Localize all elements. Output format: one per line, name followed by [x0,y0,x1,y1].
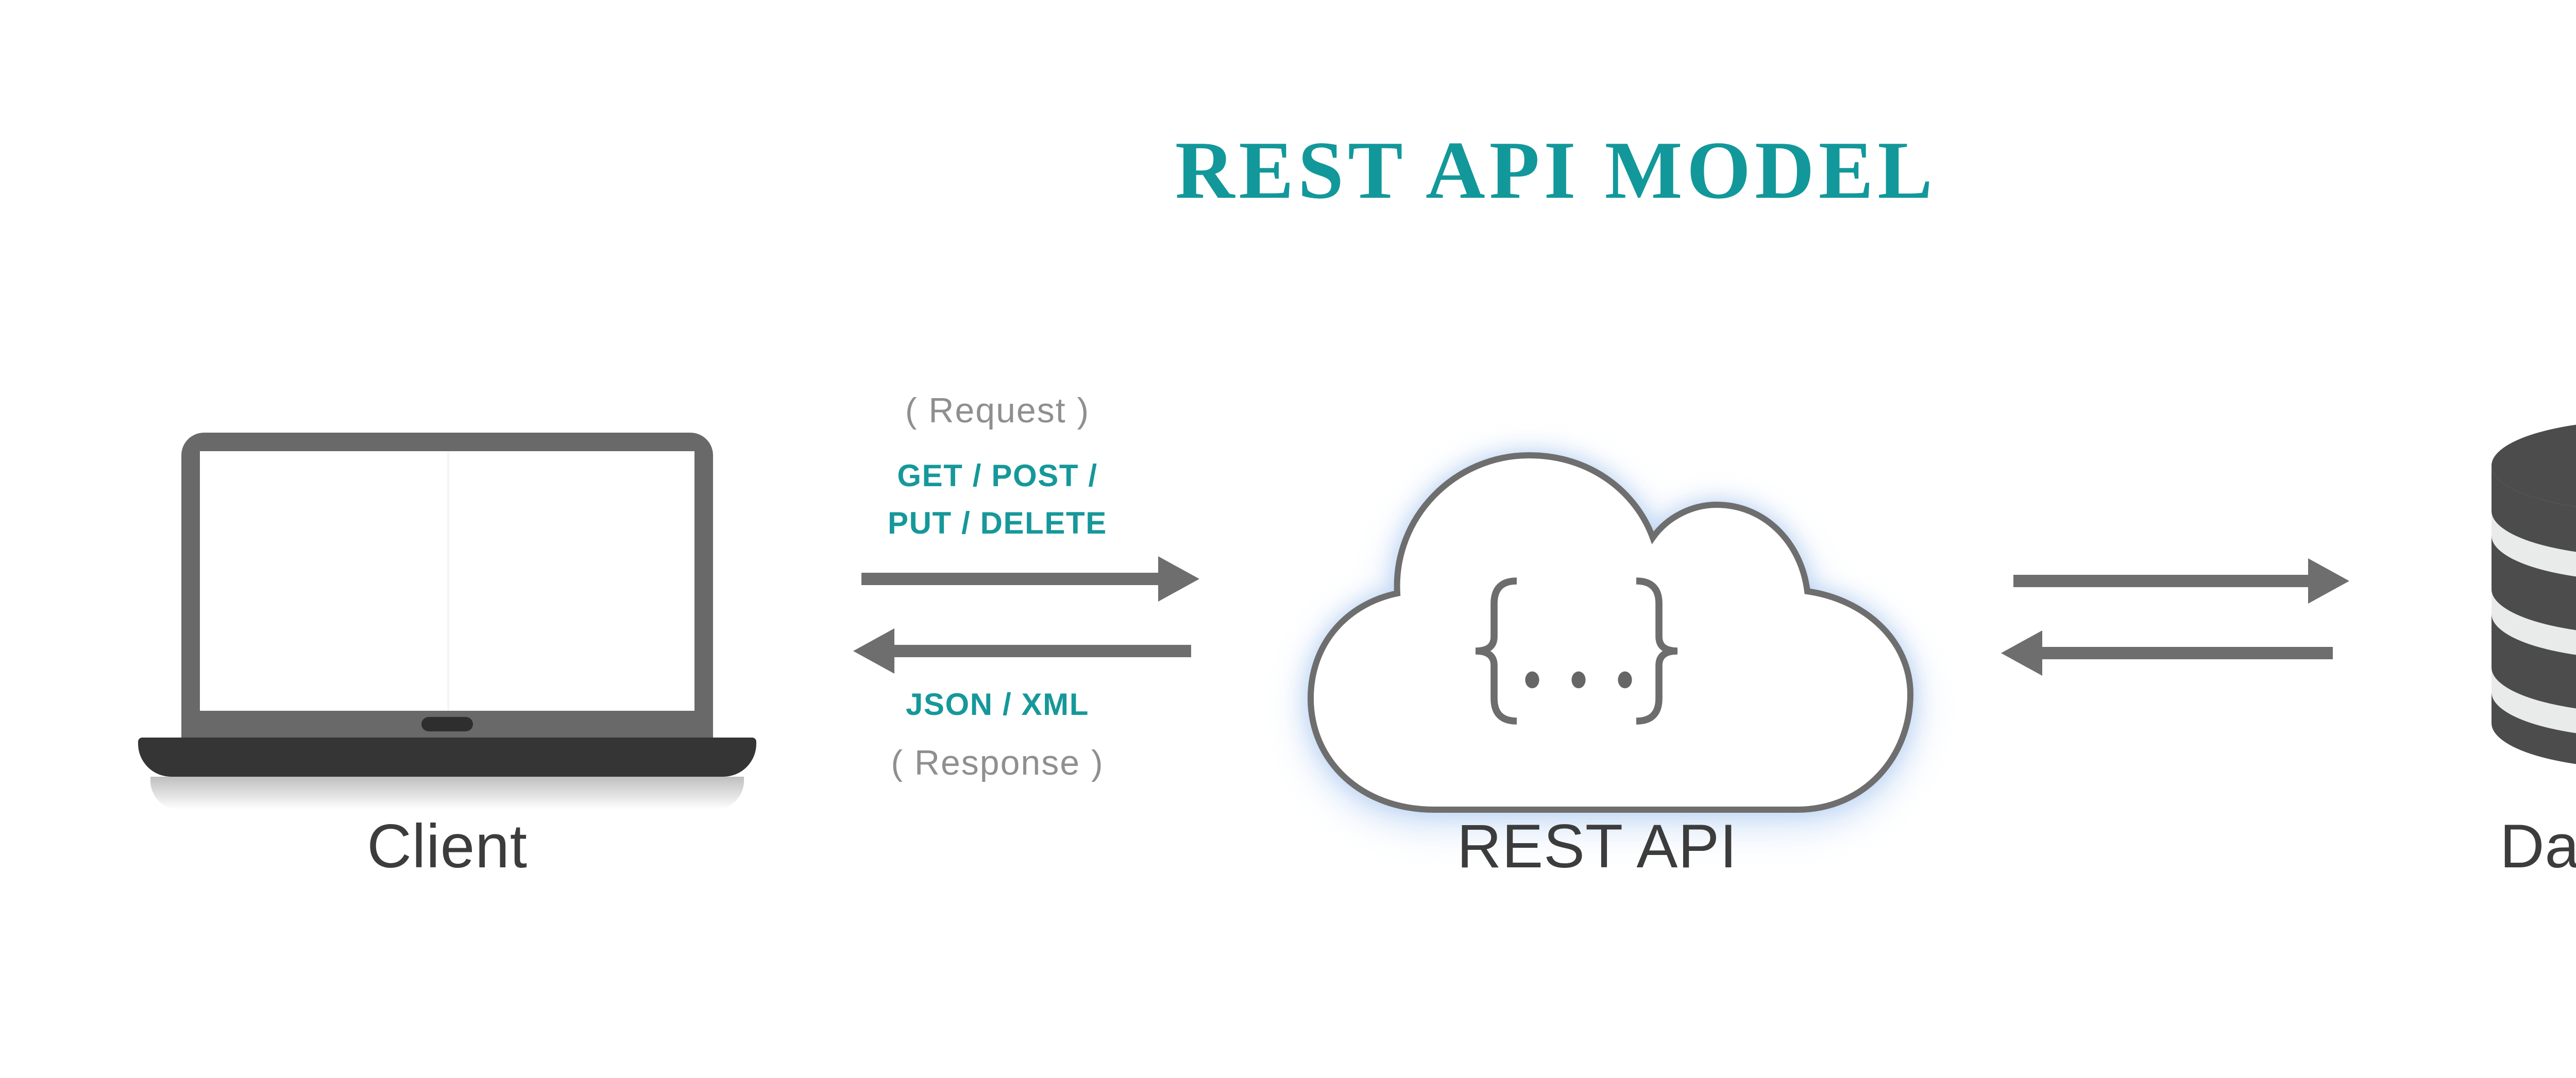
response-formats: JSON / XML [905,688,1089,723]
braces-glyphs [1475,577,1678,725]
request-methods-line2: PUT / DELETE [888,507,1107,542]
laptop-hinge-notch [421,717,473,731]
laptop-icon [138,433,756,814]
laptop-shadow [150,777,744,810]
cloud-icon [1294,443,1927,818]
db-disc-3 [2492,614,2576,709]
database-shape [2492,424,2576,764]
dot-2 [1571,671,1586,689]
api-to-db-arrow [2013,558,2349,604]
db-to-api-arrow [2001,630,2333,676]
laptop-screen [200,451,694,711]
braces-icon [1467,575,1686,727]
client-label: Client [367,814,528,882]
request-caption: ( Request ) [905,391,1090,431]
db-top-ellipse [2492,424,2576,507]
cloud-shape [1307,452,1914,813]
request-arrow-shaft [861,573,1158,585]
response-arrow [853,628,1191,674]
request-methods-line1: GET / POST / [897,459,1098,494]
left-brace [1475,577,1517,725]
db-to-api-arrow-head [2001,630,2042,676]
api-to-db-arrow-head [2308,558,2349,604]
right-brace [1636,577,1678,725]
db-disc-4 [2492,692,2576,764]
database-icon [2483,416,2576,773]
response-arrow-shaft [894,645,1191,657]
db-disc-1 [2492,466,2576,552]
db-to-api-arrow-shaft [2042,647,2333,659]
api-label: REST API [1456,814,1738,882]
laptop-screen-seam [447,451,449,711]
api-to-db-arrow-shaft [2013,575,2308,587]
db-disc-2 [2492,536,2576,630]
dot-3 [1618,671,1632,689]
response-arrow-head [853,628,894,674]
database-label: Database [2499,814,2576,882]
laptop-body [181,433,713,738]
request-arrow-head [1158,556,1199,602]
response-caption: ( Response ) [891,744,1104,783]
page-title: REST API MODEL [1175,124,1937,216]
request-arrow [861,556,1199,602]
laptop-base [138,738,756,777]
dot-1 [1525,671,1539,689]
